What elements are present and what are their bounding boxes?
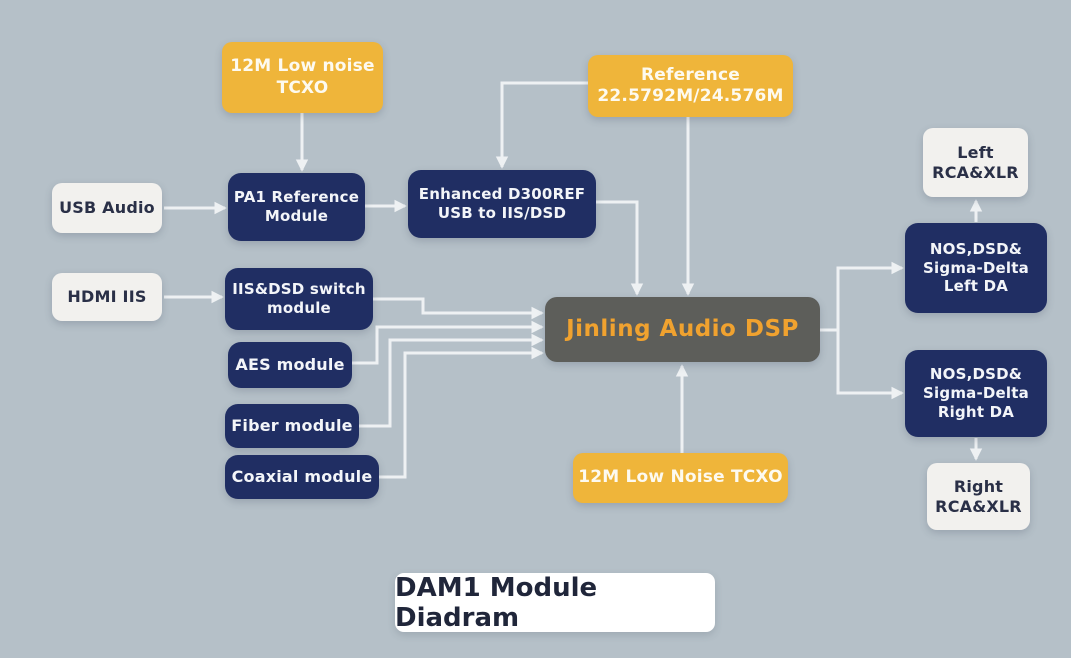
edge-reference-to-enhanced	[495, 81, 588, 169]
node-iis-dsd-switch-module: IIS&DSD switch module	[225, 268, 373, 330]
edge-aes-to-dsp	[352, 320, 544, 365]
node-hdmi-iis: HDMI IIS	[52, 273, 162, 321]
edge-coaxial-to-dsp	[379, 346, 544, 479]
node-fiber-module: Fiber module	[225, 404, 359, 448]
node-nos-sigma-delta-right-da: NOS,DSD& Sigma-Delta Right DA	[905, 350, 1047, 437]
node-coaxial-module: Coaxial module	[225, 455, 379, 499]
node-tcxo-top: 12M Low noise TCXO	[222, 42, 383, 113]
node-reference: Reference 22.5792M/24.576M	[588, 55, 793, 117]
edge-fiber-to-dsp	[359, 333, 544, 428]
edge-enhanced-to-dsp	[596, 200, 644, 296]
node-aes-module: AES module	[228, 342, 352, 388]
node-usb-audio: USB Audio	[52, 183, 162, 233]
node-nos-sigma-delta-left-da: NOS,DSD& Sigma-Delta Left DA	[905, 223, 1047, 313]
diagram-title: DAM1 Module Diadram	[395, 573, 715, 633]
node-jinling-audio-dsp: Jinling Audio DSP	[545, 297, 820, 362]
node-left-rca-xlr: Left RCA&XLR	[923, 128, 1028, 197]
node-right-rca-xlr: Right RCA&XLR	[927, 463, 1030, 530]
node-tcxo-bottom: 12M Low Noise TCXO	[573, 453, 788, 503]
edge-switch-to-dsp	[373, 297, 544, 320]
edge-dsp-to-left-da	[820, 261, 904, 332]
edge-dsp-to-right-da	[836, 330, 904, 400]
node-enhanced-d300ref: Enhanced D300REF USB to IIS/DSD	[408, 170, 596, 238]
node-pa1-reference-module: PA1 Reference Module	[228, 173, 365, 241]
